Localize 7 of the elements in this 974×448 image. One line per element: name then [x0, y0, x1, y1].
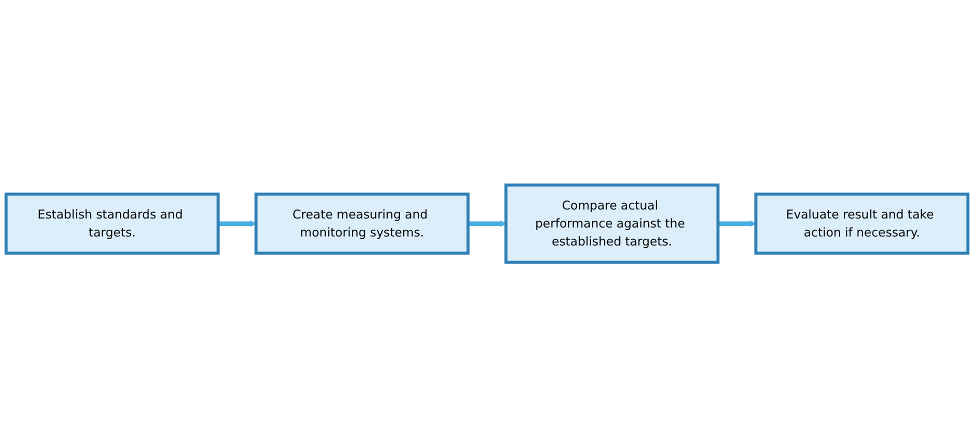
node-box: Create measuring and monitoring systems.	[254, 192, 470, 256]
node-box: Evaluate result and take action if necessary.	[754, 192, 970, 256]
arrow	[468, 220, 506, 228]
arrow	[718, 220, 756, 228]
node-box: Compare actual performance against the established targets.	[504, 184, 720, 264]
node-box: Establish standards and targets.	[4, 192, 220, 256]
arrow	[218, 220, 256, 228]
